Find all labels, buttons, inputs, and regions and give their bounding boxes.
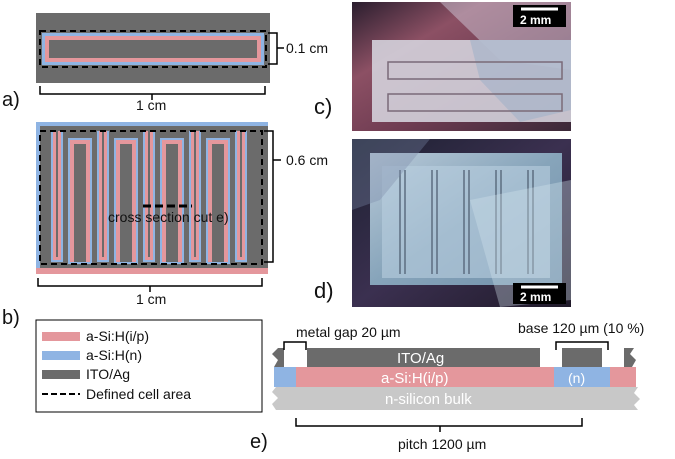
panel-b-fingers — [51, 131, 247, 264]
legend-swatch-asi-ip — [42, 332, 80, 341]
photo-c-scalebar-label: 2 mm — [520, 13, 551, 27]
photo-c-cell-bottom — [387, 93, 563, 112]
panel-b-width-label: 1 cm — [136, 291, 166, 307]
pitch-bracket — [295, 418, 583, 427]
legend-swatch-asi-n — [42, 351, 80, 360]
legend-label-ito: ITO/Ag — [86, 366, 130, 382]
panel-a-height-label: 0.1 cm — [286, 40, 328, 56]
panel-b-label: b) — [2, 307, 20, 329]
panel-b-cell-area-outline — [39, 130, 263, 265]
photo-c: 2 mm c) — [314, 2, 571, 131]
photo-d-fingers — [399, 170, 534, 274]
panel-a-width-bracket — [39, 86, 266, 95]
legend-label-asi-n: a-Si:H(n) — [86, 347, 142, 363]
base-bracket — [555, 341, 609, 350]
cross-section-ito-right-edge — [624, 348, 636, 367]
cross-section-asi-label: a-Si:H(i/p) — [381, 370, 449, 387]
panel-a-width-label: 1 cm — [136, 97, 166, 113]
cross-section-ito-base — [562, 348, 602, 367]
panel-e-label: e) — [250, 431, 268, 453]
metal-gap-bracket — [283, 341, 307, 350]
legend: a-Si:H(i/p) a-Si:H(n) ITO/Ag Defined cel… — [35, 319, 263, 413]
cross-section-ito-label: ITO/Ag — [397, 350, 444, 367]
photo-d-scalebar-label: 2 mm — [520, 290, 551, 304]
panel-a-cell-area-outline — [39, 30, 267, 68]
panel-b-height-label: 0.6 cm — [286, 152, 328, 168]
cross-section-n-label: (n) — [568, 370, 585, 386]
pitch-label: pitch 1200 µm — [398, 436, 486, 452]
photo-d: 2 mm d) — [314, 139, 571, 307]
cross-section-asi-ip — [274, 367, 636, 387]
cross-section-ito-left-edge — [272, 348, 284, 367]
panel-b-height-bracket — [264, 130, 274, 263]
panel-a-label: a) — [2, 89, 20, 111]
panel-a-diagram: 0.1 cm 1 cm a) — [2, 13, 328, 113]
cross-section-ito-main — [307, 348, 540, 367]
panel-c-label: c) — [314, 94, 332, 119]
legend-label-cell-area: Defined cell area — [86, 386, 191, 402]
panel-e-cross-section: n-silicon bulk a-Si:H(i/p) (n) ITO/Ag me… — [250, 320, 644, 453]
cross-section-asi-n-left — [274, 367, 296, 387]
legend-swatch-ito — [42, 370, 80, 379]
panel-b-cross-section-label: cross section cut e) — [108, 209, 229, 225]
cross-section-bulk — [272, 387, 640, 410]
panel-b-diagram: cross section cut e) 0.6 cm 1 cm b) — [2, 122, 328, 329]
base-label: base 120 µm (10 %) — [518, 320, 644, 336]
cross-section-bulk-label: n-silicon bulk — [385, 391, 472, 408]
photo-c-cell-top — [387, 61, 563, 80]
metal-gap-label: metal gap 20 µm — [296, 324, 401, 340]
cross-section-asi-n-right — [554, 367, 610, 387]
panel-d-label: d) — [314, 278, 334, 303]
panel-b-width-bracket — [37, 278, 263, 287]
panel-a-ito-contact — [49, 40, 257, 58]
legend-label-asi-ip: a-Si:H(i/p) — [86, 328, 149, 344]
